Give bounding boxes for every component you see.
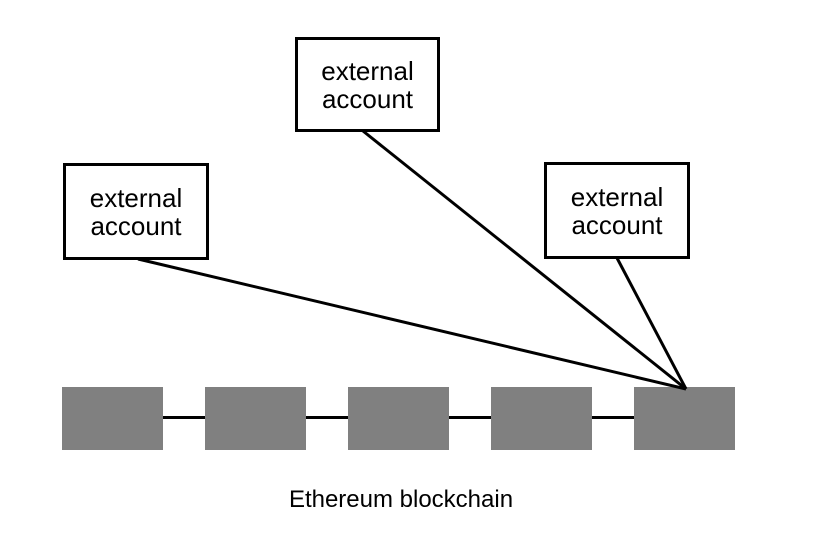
blockchain-block xyxy=(62,387,163,450)
blockchain-block xyxy=(491,387,592,450)
blockchain-chain xyxy=(62,387,735,450)
edge-right-account-to-latest-block xyxy=(615,257,688,390)
external-account-label: external account xyxy=(321,55,414,114)
external-account-node-top: external account xyxy=(295,37,440,132)
external-account-node-left: external account xyxy=(63,163,209,260)
external-account-node-right: external account xyxy=(544,162,690,259)
edge-left-account-to-latest-block xyxy=(137,257,687,391)
blockchain-block xyxy=(205,387,306,450)
blockchain-block xyxy=(348,387,449,450)
external-account-label: external account xyxy=(89,182,183,241)
blockchain-caption: Ethereum blockchain xyxy=(288,486,514,513)
blockchain-block xyxy=(634,387,735,450)
external-account-label: external account xyxy=(570,181,664,240)
